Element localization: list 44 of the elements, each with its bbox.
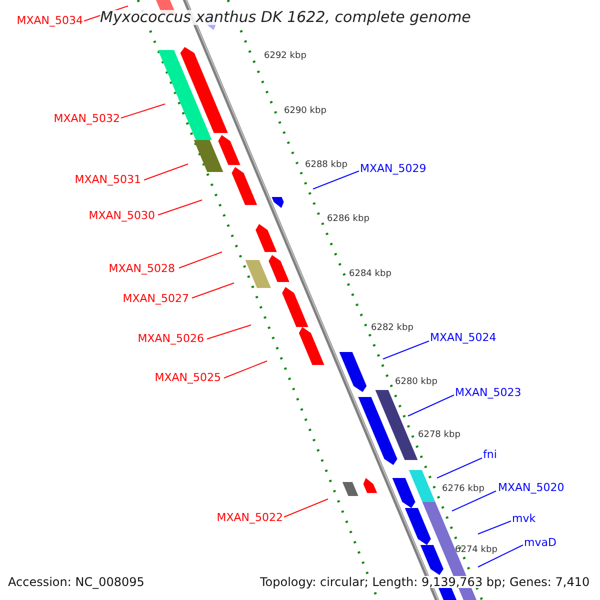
leader-line	[408, 394, 454, 416]
gene-label: MXAN_5029	[360, 163, 426, 174]
leader-line	[284, 498, 328, 518]
gene-label: MXAN_5032	[54, 113, 120, 124]
scale-label: 6274 kbp	[455, 546, 498, 555]
gene-label: MXAN_5026	[138, 333, 204, 344]
footer-text: Topology: circular; Length: 9,139,763 bp; Genes: 7,410	[260, 576, 590, 588]
scale-label: 6290 kbp	[284, 107, 326, 116]
leader-line	[158, 200, 202, 216]
gene-label: MXAN_5023	[455, 387, 522, 398]
scale-label: 6288 kbp	[305, 161, 348, 170]
leader-line	[120, 104, 166, 118]
leader-line	[312, 170, 360, 190]
gene-label: MXAN_5024	[430, 332, 496, 343]
title: Myxococcus xanthus DK 1622, complete genome	[100, 10, 471, 25]
gene-label: MXAN_5025	[154, 372, 221, 383]
leader-line	[478, 544, 524, 568]
leader-line	[192, 282, 234, 298]
leader-line	[382, 340, 430, 360]
gene-label: MXAN_5034	[16, 15, 83, 26]
gene-label: MXAN_5031	[74, 174, 141, 185]
gene-label: mvaD	[524, 537, 556, 548]
gene-label: mvk	[512, 513, 536, 524]
leader-line	[178, 252, 222, 268]
scale-label: 6280 kbp	[395, 378, 438, 387]
scale-label: 6286 kbp	[327, 215, 370, 224]
gene-label: MXAN_5022	[216, 512, 283, 523]
leader-line	[452, 490, 496, 512]
leader-line	[478, 520, 512, 534]
leader-line	[144, 164, 188, 180]
leader-line	[206, 324, 252, 340]
gene-label: MXAN_5028	[108, 263, 175, 274]
leader-line	[436, 458, 482, 478]
gene-label: MXAN_5030	[88, 210, 155, 221]
scale-label: 6282 kbp	[371, 324, 414, 333]
scale-label: 6284 kbp	[349, 270, 392, 279]
scale-label: 6278 kbp	[418, 431, 460, 440]
scale-label: 6276 kbp	[442, 485, 484, 494]
gene-label: MXAN_5027	[122, 293, 189, 304]
leader-line	[224, 360, 268, 378]
footer-text: Accession: NC_008095	[8, 576, 144, 588]
gene-label: MXAN_5020	[498, 482, 564, 493]
scale-label: 6292 kbp	[264, 52, 306, 61]
gene-label: fni	[483, 449, 497, 460]
